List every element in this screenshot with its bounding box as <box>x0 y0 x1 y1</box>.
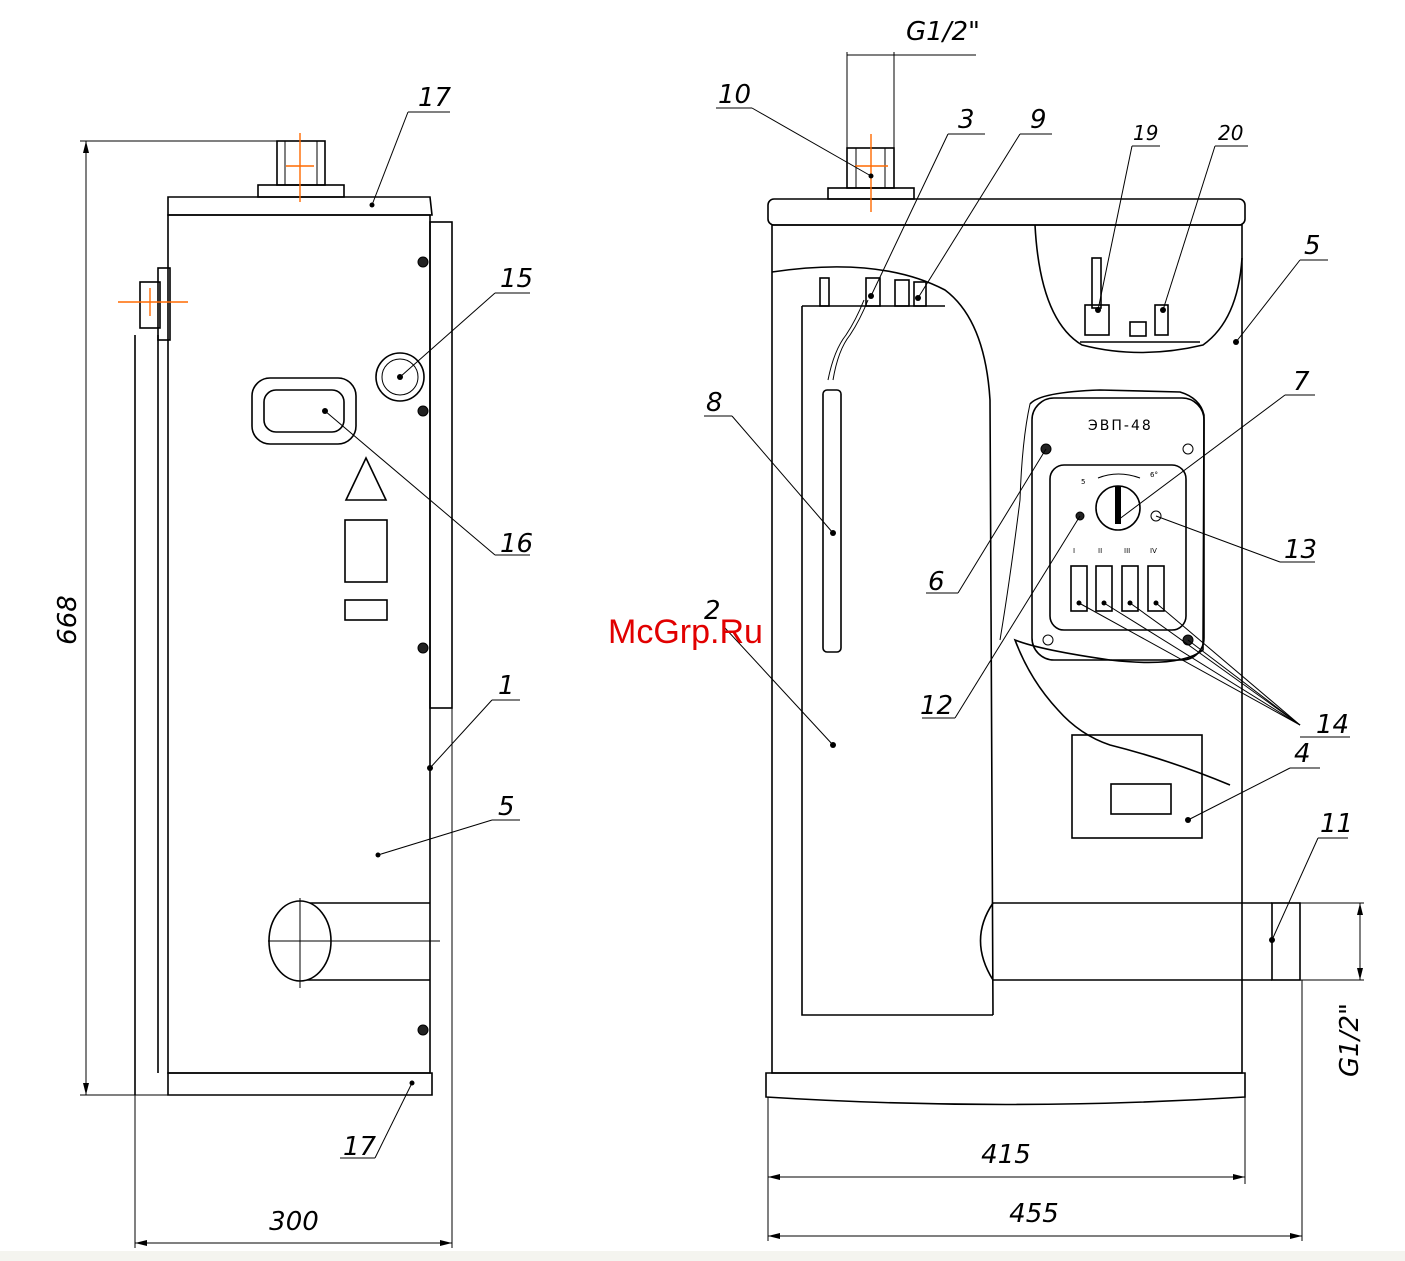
warning-triangle <box>346 458 386 500</box>
callout-13: 13 <box>1284 535 1317 565</box>
callout-17-top: 17 <box>418 83 452 113</box>
callout-6: 6 <box>928 567 945 597</box>
dim-depth: 300 <box>269 1207 319 1237</box>
callout-5-side: 5 <box>498 792 515 822</box>
callout-17-bottom: 17 <box>343 1132 377 1162</box>
front-view: G1/2" ЭВП-48 <box>704 17 1365 1241</box>
body-front <box>772 225 1242 1073</box>
callout-11: 11 <box>1320 809 1353 839</box>
callout-10: 10 <box>718 80 751 110</box>
dim-height: 668 <box>53 595 83 645</box>
callout-15: 15 <box>500 264 533 294</box>
rear-strip <box>430 222 452 708</box>
callout-19: 19 <box>1133 121 1158 145</box>
switch-mark-4: IV <box>1150 547 1157 555</box>
side-view: 668 300 17 15 16 1 5 17 <box>53 83 533 1248</box>
device-label: ЭВП-48 <box>1088 418 1153 434</box>
switch-mark-3: III <box>1124 547 1130 555</box>
bottom-strip <box>0 1251 1405 1261</box>
temperature-sensor <box>823 390 841 652</box>
top-fitting-side <box>277 141 325 185</box>
callout-3: 3 <box>958 105 975 135</box>
bottom-base-front <box>766 1073 1245 1105</box>
callout-9: 9 <box>1030 105 1047 135</box>
terminal-box <box>1072 735 1202 838</box>
viewing-window-outer <box>252 378 356 444</box>
dim-thread-top: G1/2" <box>906 17 980 47</box>
switch-mark-2: II <box>1098 547 1102 555</box>
top-right-cutaway <box>1035 225 1242 353</box>
heater-tank <box>802 306 993 1015</box>
callout-7: 7 <box>1293 367 1310 397</box>
callout-1: 1 <box>498 671 515 701</box>
nameplate <box>345 520 387 582</box>
callout-4: 4 <box>1294 739 1311 769</box>
svg-text:6°: 6° <box>1150 471 1158 479</box>
back-pipe <box>135 335 158 1095</box>
svg-text:5: 5 <box>1081 478 1085 486</box>
callout-12: 12 <box>920 691 953 721</box>
label-small <box>345 600 387 620</box>
callout-14: 14 <box>1316 710 1349 740</box>
dim-width-outer: 455 <box>1009 1199 1059 1229</box>
watermark: McGrp.Ru <box>608 613 763 651</box>
switch-mark-1: I <box>1073 547 1075 555</box>
callout-8: 8 <box>706 388 723 418</box>
bottom-base-side <box>168 1073 432 1095</box>
terminal-window <box>1111 784 1171 814</box>
cutaway-outline <box>772 267 993 1015</box>
outlet-pipe <box>981 903 1273 980</box>
viewing-window-inner <box>264 390 344 432</box>
control-panel <box>1032 398 1204 660</box>
dim-thread-side: G1/2" <box>1335 1003 1365 1077</box>
top-cover-front <box>768 199 1245 225</box>
callout-5-front: 5 <box>1304 231 1321 261</box>
callout-20: 20 <box>1218 121 1243 145</box>
outlet-fitting <box>1272 903 1300 980</box>
callout-16: 16 <box>500 529 533 559</box>
dim-width-inner: 415 <box>981 1140 1031 1170</box>
top-fitting-nut <box>258 185 344 197</box>
